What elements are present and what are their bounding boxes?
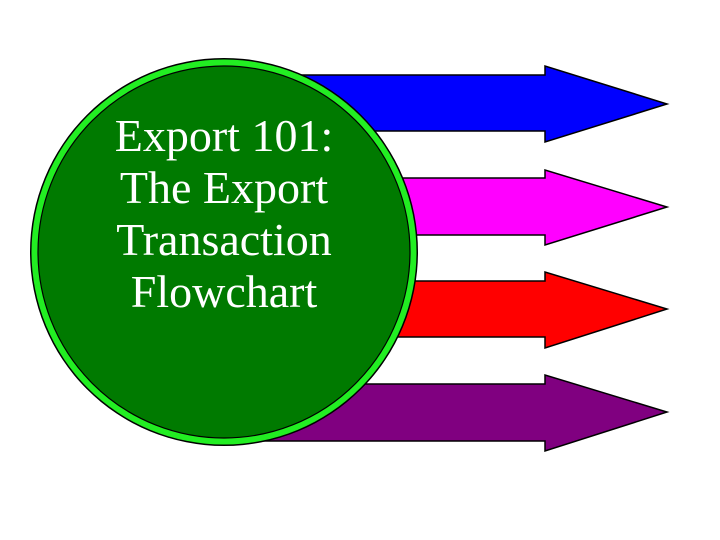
title-line-4: Flowchart [130, 266, 318, 317]
circle-fill [37, 65, 411, 439]
title-line-3: Transaction [116, 214, 332, 265]
diagram-title: Export 101: The Export Transaction Flowc… [30, 110, 418, 318]
title-line-2: The Export [119, 162, 329, 213]
title-line-1: Export 101: [114, 110, 334, 161]
